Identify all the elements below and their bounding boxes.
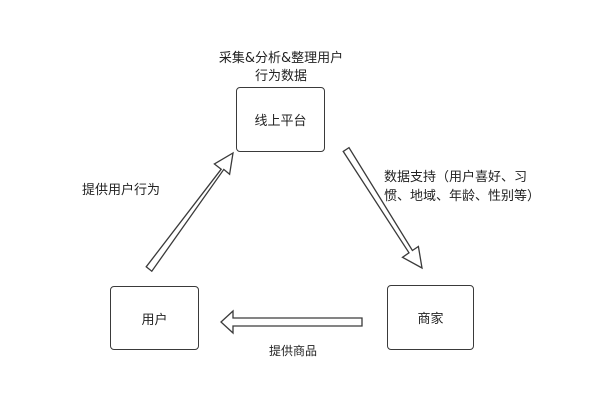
node-platform-label: 线上平台 [254,114,307,129]
node-user-label: 用户 [141,312,168,328]
user-to-platform-label: 提供用户行为 [82,183,161,198]
platform-top-label: 采集&分析&整理用户 行为数据 [196,50,366,86]
arrow-platform-to-merchant [342,146,423,270]
arrow-merchant-to-user [220,309,363,335]
arrow-user-to-platform [145,151,234,273]
platform-top-label-line2: 行为数据 [254,69,307,84]
node-user: 用户 [110,286,199,350]
platform-to-merchant-label-line1: 数据支持（用户喜好、习 [384,170,528,185]
node-merchant: 商家 [387,285,474,350]
node-platform: 线上平台 [236,87,325,152]
platform-to-merchant-label: 数据支持（用户喜好、习 惯、地域、年龄、性别等） [384,168,540,206]
platform-to-merchant-label-line2: 惯、地域、年龄、性别等） [384,189,541,204]
node-merchant-label: 商家 [417,312,444,327]
platform-top-label-line1: 采集&分析&整理用户 [218,51,344,66]
merchant-to-user-label: 提供商品 [269,344,318,358]
